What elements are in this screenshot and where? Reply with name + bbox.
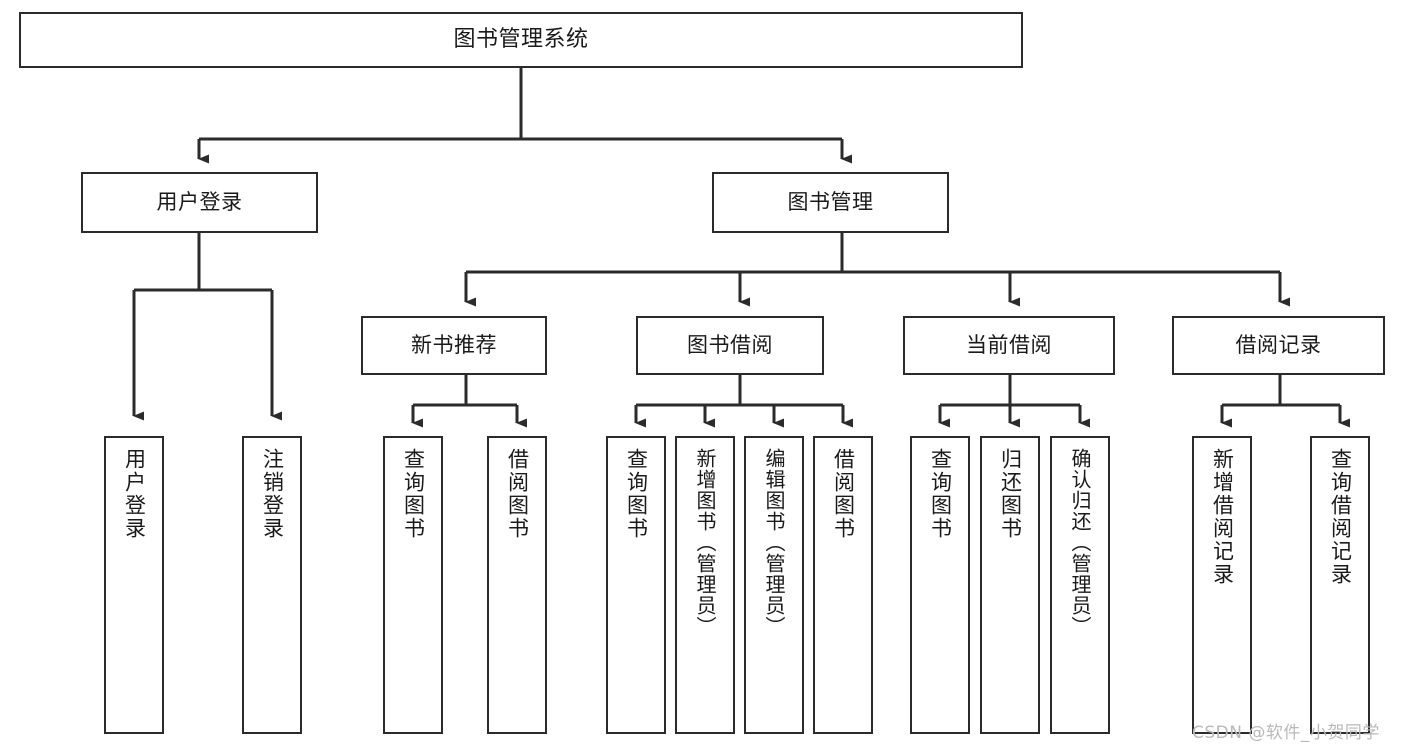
node-label: 用户登录 <box>156 190 243 215</box>
node-label: 借阅图书 <box>831 448 856 540</box>
node-label: 新增图书（管理员） <box>693 448 717 637</box>
node-leaf-query-book-current[interactable]: 查询图书 <box>910 436 970 734</box>
node-current-borrow[interactable]: 当前借阅 <box>903 316 1115 375</box>
node-label: 图书管理 <box>787 190 874 215</box>
node-label: 图书借阅 <box>687 333 773 358</box>
node-new-book-recommend[interactable]: 新书推荐 <box>361 316 547 375</box>
node-leaf-return-book[interactable]: 归还图书 <box>980 436 1040 734</box>
node-root-book-management-system[interactable]: 图书管理系统 <box>19 12 1023 68</box>
node-book-borrow[interactable]: 图书借阅 <box>636 316 824 375</box>
node-label: 注销登录 <box>260 448 285 540</box>
node-leaf-borrow-book[interactable]: 借阅图书 <box>813 436 873 734</box>
watermark: CSDN @软件_小贺同学 <box>1192 723 1380 743</box>
node-label: 借阅记录 <box>1235 333 1322 358</box>
node-book-management[interactable]: 图书管理 <box>712 172 949 233</box>
node-leaf-add-borrow-record[interactable]: 新增借阅记录 <box>1192 436 1252 734</box>
node-leaf-query-book-recommend[interactable]: 查询图书 <box>383 436 443 734</box>
node-label: 用户登录 <box>122 448 147 540</box>
node-label: 确认归还（管理员） <box>1068 448 1092 637</box>
node-label: 新增借阅记录 <box>1210 448 1235 586</box>
node-user-login[interactable]: 用户登录 <box>81 172 318 233</box>
node-leaf-edit-book-admin[interactable]: 编辑图书（管理员） <box>744 436 804 734</box>
node-borrow-record[interactable]: 借阅记录 <box>1172 316 1385 375</box>
node-leaf-confirm-return-admin[interactable]: 确认归还（管理员） <box>1050 436 1110 734</box>
node-label: 查询借阅记录 <box>1328 448 1353 586</box>
node-label: 查询图书 <box>624 448 649 540</box>
node-label: 编辑图书（管理员） <box>762 448 786 637</box>
node-leaf-borrow-book-recommend[interactable]: 借阅图书 <box>487 436 547 734</box>
node-leaf-query-book-borrow[interactable]: 查询图书 <box>606 436 666 734</box>
node-label: 查询图书 <box>401 448 426 540</box>
node-label: 借阅图书 <box>505 448 530 540</box>
node-leaf-user-login[interactable]: 用户登录 <box>104 436 164 734</box>
node-label: 查询图书 <box>928 448 953 540</box>
node-leaf-query-borrow-record[interactable]: 查询借阅记录 <box>1310 436 1370 734</box>
node-leaf-logout-login[interactable]: 注销登录 <box>242 436 302 734</box>
node-label: 新书推荐 <box>411 333 497 358</box>
node-label: 归还图书 <box>998 448 1023 540</box>
node-label: 当前借阅 <box>966 333 1052 358</box>
node-leaf-add-book-admin[interactable]: 新增图书（管理员） <box>675 436 735 734</box>
node-label: 图书管理系统 <box>453 27 589 53</box>
